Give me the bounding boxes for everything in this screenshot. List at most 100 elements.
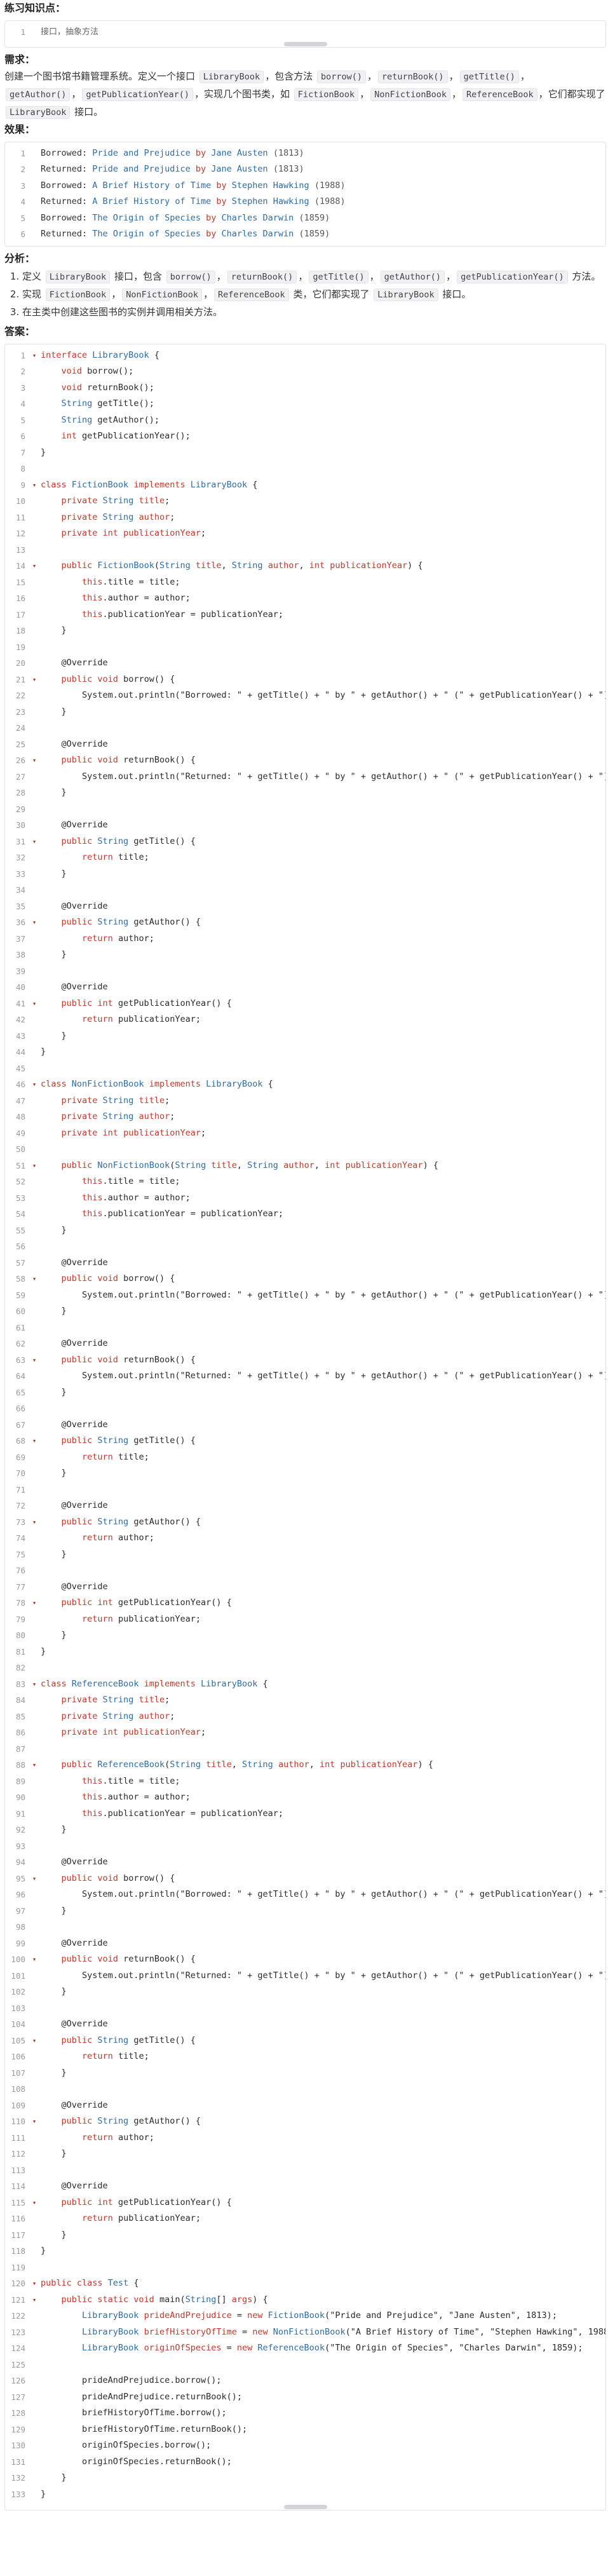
- text-run: 接口，包含: [111, 270, 165, 282]
- fold-spacer: [28, 655, 41, 672]
- code-text: LibraryBook prideAndPrejudice = new Fict…: [41, 2308, 605, 2324]
- code-line: 57 @Override: [5, 1255, 605, 1271]
- code-token: ) {: [417, 1759, 433, 1770]
- line-number: 53: [15, 1193, 25, 1203]
- fold-toggle-icon[interactable]: ▾: [32, 2295, 37, 2304]
- fold-toggle-icon[interactable]: ▾: [32, 2279, 37, 2288]
- fold-toggle-icon[interactable]: ▾: [32, 1437, 37, 1445]
- code-token: returnBook() {: [123, 1354, 196, 1365]
- code-text: @Override: [41, 2178, 605, 2195]
- code-text: }: [41, 1044, 605, 1061]
- code-text: @Override: [41, 898, 605, 915]
- code-token: ,: [314, 1160, 325, 1170]
- fold-toggle-icon[interactable]: ▾: [32, 1874, 37, 1883]
- book-year: (1859): [299, 229, 330, 239]
- line-number: 117: [11, 2230, 25, 2240]
- fold-spacer: [28, 161, 41, 178]
- code-token: .publicationYear = publicationYear;: [102, 1209, 284, 1219]
- code-token: ,: [231, 1759, 243, 1770]
- answer-code-block[interactable]: 1▾interface LibraryBook {2 void borrow()…: [4, 343, 606, 2511]
- fold-toggle-icon[interactable]: ▾: [32, 1275, 37, 1283]
- fold-toggle-icon[interactable]: ▾: [32, 562, 37, 570]
- code-token: borrow();: [87, 366, 134, 376]
- code-token: [41, 1111, 62, 1122]
- code-token: [41, 1209, 82, 1219]
- line-number: 114: [11, 2181, 25, 2191]
- code-token: public: [61, 1435, 98, 1446]
- fold-spacer: [28, 1482, 41, 1498]
- code-token: this: [82, 1209, 103, 1219]
- requirement-heading: 需求：: [4, 53, 36, 65]
- fold-spacer: [28, 1660, 41, 1676]
- code-token: .publicationYear = publicationYear;: [102, 1808, 284, 1819]
- code-token: public class: [41, 2278, 108, 2288]
- book-title: A Brief History of Time: [92, 196, 212, 207]
- fold-spacer: [28, 1044, 41, 1061]
- line-number: 82: [15, 1663, 25, 1672]
- fold-toggle-icon[interactable]: ▾: [32, 756, 37, 764]
- fold-spacer: [28, 1255, 41, 1271]
- code-line: 90 this.author = author;: [5, 1789, 605, 1806]
- fold-toggle-icon[interactable]: ▾: [32, 351, 37, 360]
- fold-toggle-icon[interactable]: ▾: [32, 837, 37, 846]
- fold-toggle-icon[interactable]: ▾: [32, 2117, 37, 2125]
- fold-toggle-icon[interactable]: ▾: [32, 1161, 37, 1170]
- output-text: Returned: The Origin of Species by Charl…: [41, 226, 605, 243]
- fold-toggle-icon[interactable]: ▾: [32, 2198, 37, 2207]
- code-line: 105▾ public String getTitle() {: [5, 2033, 605, 2049]
- code-token: title;: [118, 1451, 149, 1462]
- fold-toggle-icon[interactable]: ▾: [32, 480, 37, 489]
- code-token: this: [82, 593, 103, 603]
- fold-toggle-icon[interactable]: ▾: [32, 1679, 37, 1688]
- fold-spacer: [28, 623, 41, 639]
- fold-toggle-icon[interactable]: ▾: [32, 1761, 37, 1769]
- code-token: @Override: [41, 1419, 108, 1430]
- code-line: 5 String getAuthor();: [5, 412, 605, 429]
- fold-toggle-icon[interactable]: ▾: [32, 1517, 37, 1526]
- line-number: 29: [15, 804, 25, 814]
- code-token: [41, 852, 82, 862]
- inline-code: ReferenceBook: [214, 288, 289, 301]
- fold-toggle-icon[interactable]: ▾: [32, 1080, 37, 1088]
- code-line: 103: [5, 2000, 605, 2017]
- fold-toggle-icon[interactable]: ▾: [32, 999, 37, 1008]
- horizontal-scrollbar[interactable]: [283, 2505, 327, 2509]
- code-text: [41, 1741, 605, 1758]
- code-token: ) {: [422, 1160, 438, 1170]
- fold-toggle-icon[interactable]: ▾: [32, 1599, 37, 1607]
- horizontal-scrollbar[interactable]: [283, 41, 327, 46]
- code-token: title: [138, 496, 165, 506]
- code-text: @Override: [41, 1498, 605, 1514]
- code-token: [41, 2327, 82, 2337]
- by-keyword: by: [206, 229, 217, 239]
- code-token: [41, 1695, 62, 1705]
- code-token: [41, 1160, 62, 1170]
- fold-toggle-icon[interactable]: ▾: [32, 675, 37, 684]
- line-number: 5: [20, 415, 25, 425]
- code-token: title: [206, 1759, 232, 1770]
- code-token: public void: [61, 1273, 124, 1284]
- code-line: 9▾class FictionBook implements LibraryBo…: [5, 477, 605, 494]
- book-year: (1813): [273, 147, 304, 158]
- line-number: 125: [11, 2359, 25, 2369]
- fold-toggle-icon[interactable]: ▾: [32, 918, 37, 926]
- line-number: 23: [15, 707, 25, 717]
- code-line: 53 this.author = author;: [5, 1190, 605, 1207]
- book-year: (1988): [314, 196, 346, 207]
- code-text: LibraryBook originOfSpecies = new Refere…: [41, 2340, 605, 2357]
- line-number: 4: [20, 399, 25, 409]
- line-number: 77: [15, 1582, 25, 1592]
- line-number: 94: [15, 1857, 25, 1867]
- fold-toggle-icon[interactable]: ▾: [32, 1955, 37, 1963]
- output-text: Borrowed: Pride and Prejudice by Jane Au…: [41, 146, 605, 162]
- code-line: 102 }: [5, 1984, 605, 2000]
- fold-toggle-icon[interactable]: ▾: [32, 2036, 37, 2045]
- fold-toggle-icon[interactable]: ▾: [32, 1355, 37, 1364]
- code-text: private String author;: [41, 1109, 605, 1125]
- output-verb: Returned:: [41, 164, 93, 174]
- book-title: Pride and Prejudice: [92, 164, 191, 174]
- line-number: 42: [15, 1015, 25, 1024]
- fold-spacer: [28, 704, 41, 721]
